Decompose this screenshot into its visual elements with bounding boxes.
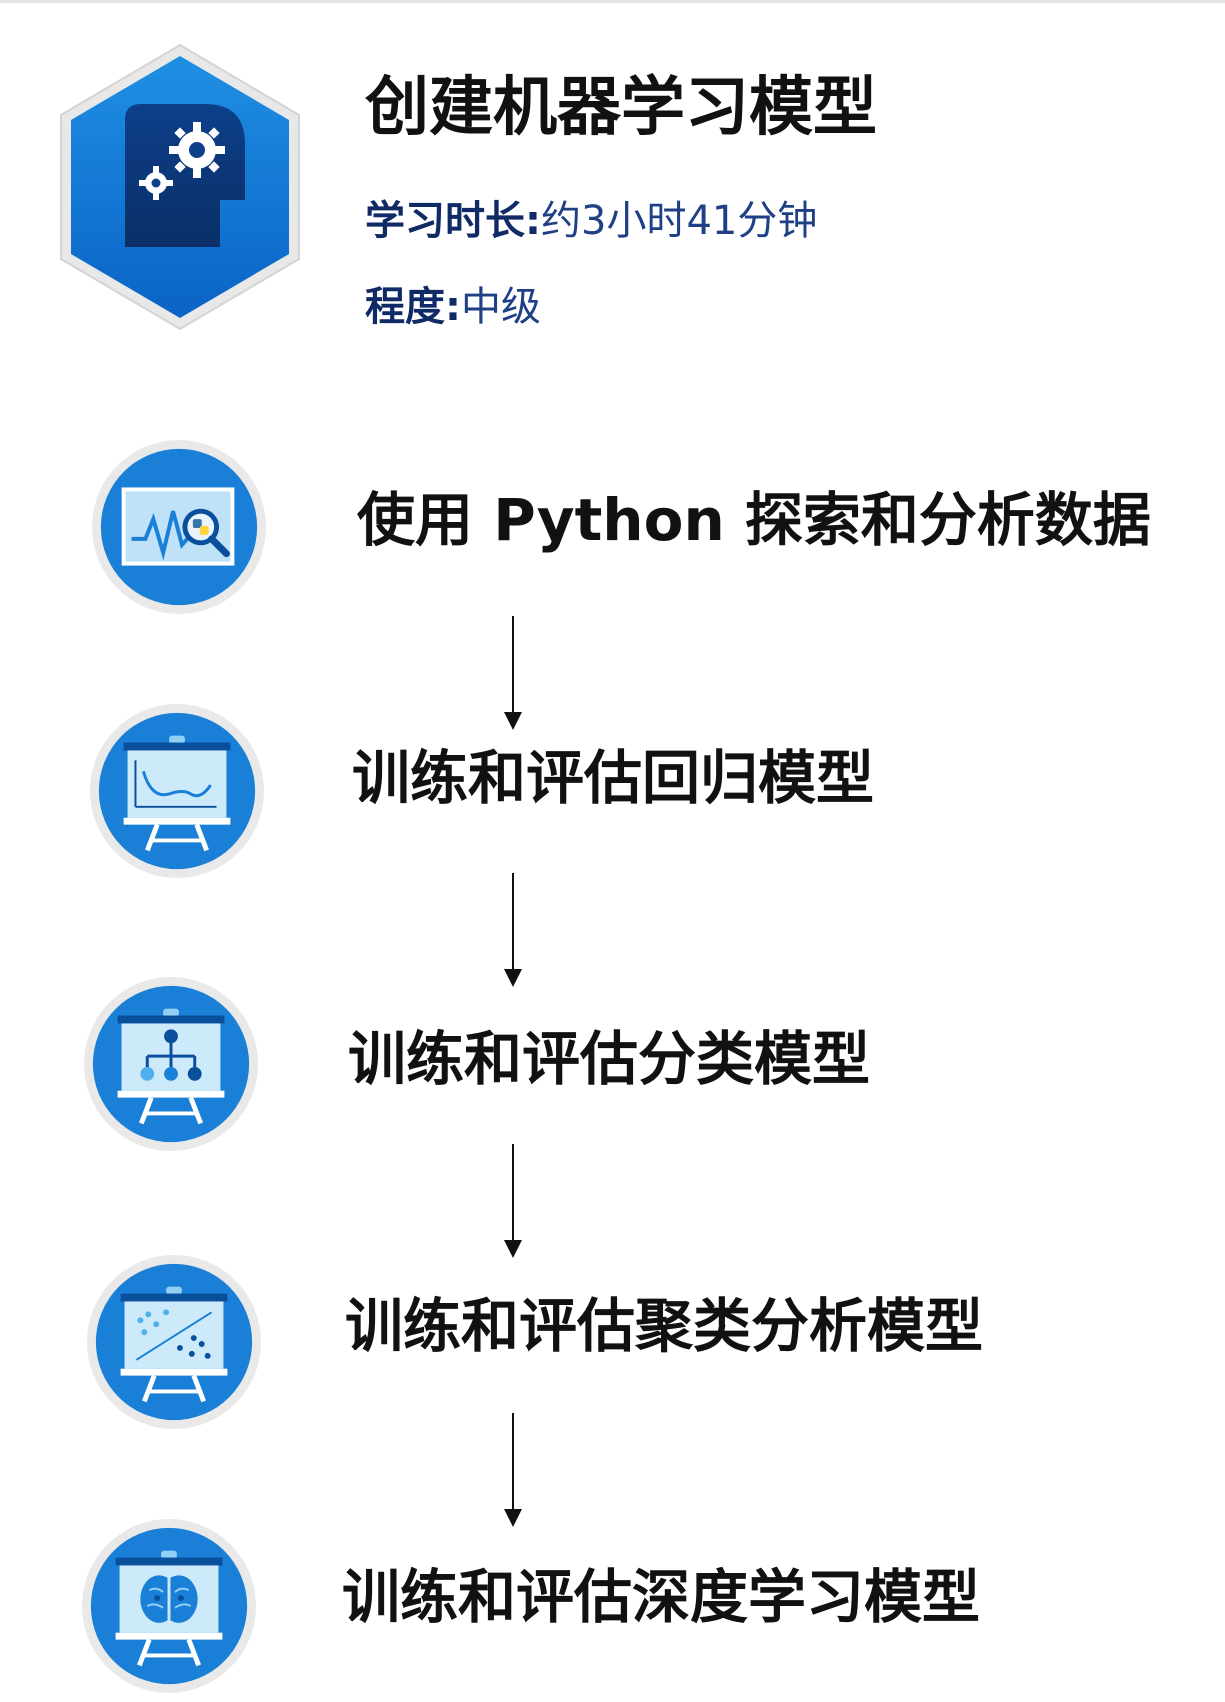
duration-label: 学习时长: bbox=[365, 198, 541, 244]
page-title: 创建机器学习模型 bbox=[365, 71, 877, 145]
chart-magnifier-python-icon bbox=[91, 439, 267, 615]
step-deep-learning: 训练和评估深度学习模型 bbox=[342, 1563, 981, 1631]
top-divider bbox=[0, 0, 1225, 3]
whiteboard-tree-icon bbox=[83, 976, 259, 1152]
whiteboard-line-chart-icon bbox=[89, 703, 265, 879]
head-gears-icon bbox=[60, 43, 300, 331]
step-clustering: 训练和评估聚类分析模型 bbox=[345, 1292, 984, 1360]
step-explore-data: 使用 Python 探索和分析数据 bbox=[357, 486, 1151, 554]
arrow-down-icon bbox=[504, 616, 522, 730]
level-value: 中级 bbox=[461, 284, 541, 330]
step-classification: 训练和评估分类模型 bbox=[348, 1025, 871, 1093]
arrow-down-icon bbox=[504, 1413, 522, 1527]
arrow-down-icon bbox=[504, 873, 522, 987]
whiteboard-brain-icon bbox=[81, 1518, 257, 1694]
duration-info: 学习时长:约3小时41分钟 bbox=[365, 197, 817, 245]
level-label: 程度: bbox=[365, 284, 461, 330]
level-info: 程度:中级 bbox=[365, 283, 541, 331]
arrow-down-icon bbox=[504, 1144, 522, 1258]
duration-value: 约3小时41分钟 bbox=[541, 198, 818, 244]
whiteboard-scatter-icon bbox=[86, 1254, 262, 1430]
step-regression: 训练和评估回归模型 bbox=[352, 744, 875, 812]
